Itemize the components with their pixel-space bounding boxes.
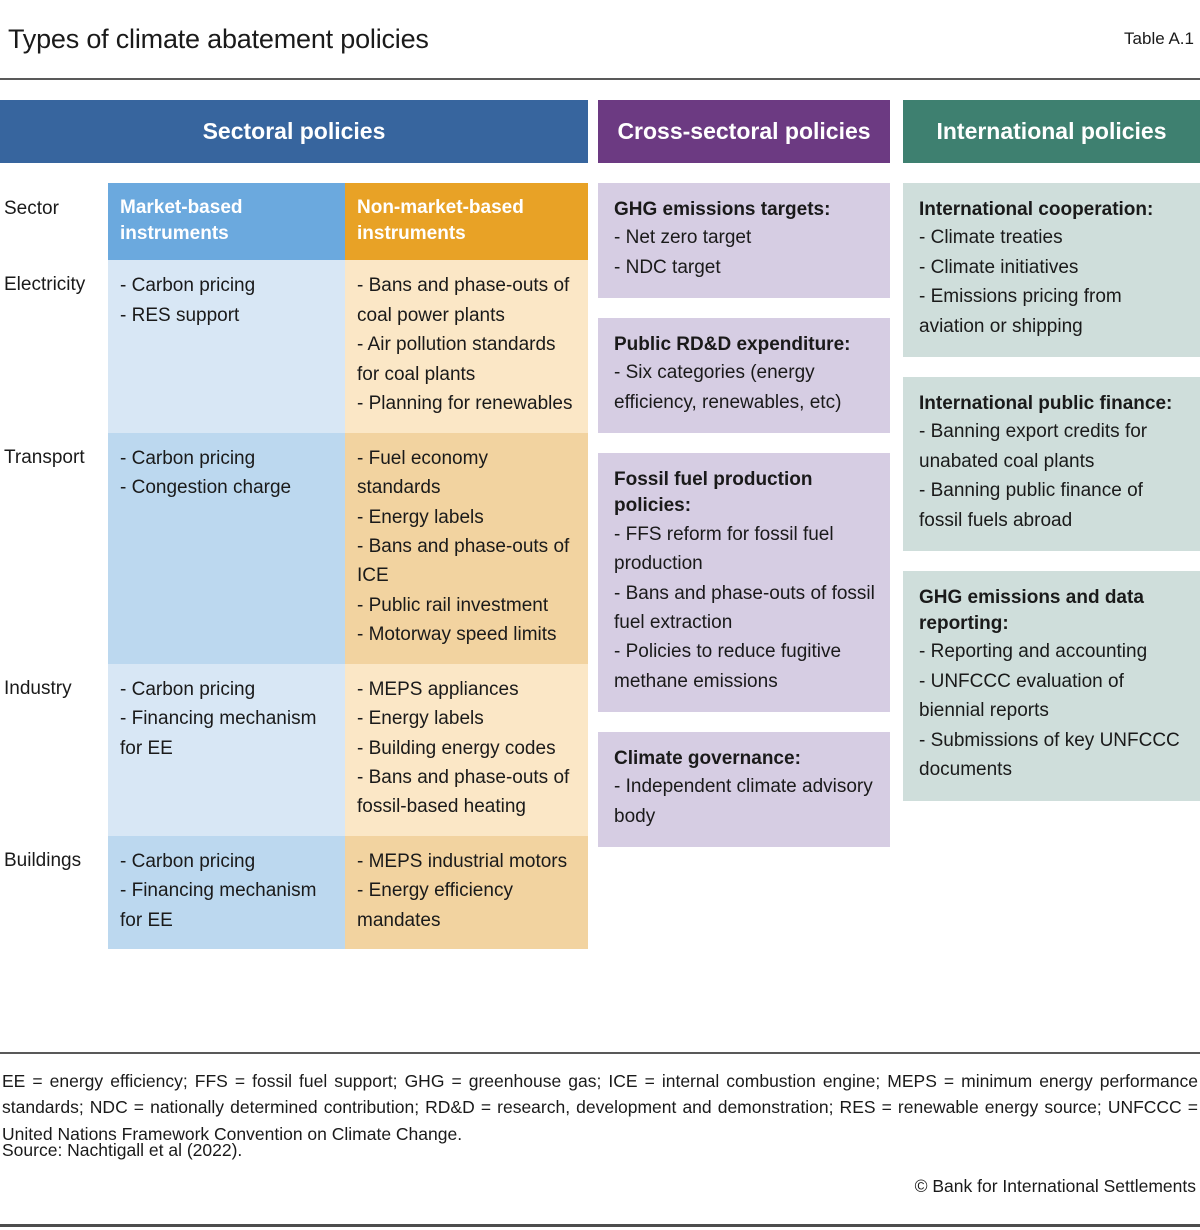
list-item: - MEPS appliances	[357, 678, 519, 700]
international-card-title: International cooperation:	[919, 199, 1154, 220]
cross-sectoral-card: Fossil fuel production policies: - FFS re…	[598, 453, 890, 713]
list-item: - Independent climate advisory body	[614, 776, 873, 827]
cell-non-market-based-industry: - MEPS appliances - Energy labels - Buildi…	[345, 663, 588, 836]
list-item: - Bans and phase-outs of ICE	[357, 535, 570, 587]
column-header-sector: Sector	[0, 183, 108, 261]
table-row: Transport - Carbon pricing - Congestion ch…	[0, 432, 588, 664]
table-bottom-divider	[0, 1052, 1200, 1054]
international-card-title: GHG emissions and data reporting:	[919, 586, 1144, 635]
cell-market-based-buildings: - Carbon pricing - Financing mechanism fo…	[108, 835, 345, 950]
list-item: - Six categories (energy efficiency, ren…	[614, 362, 842, 413]
list-item: - Banning public finance of fossil fuels…	[919, 480, 1143, 531]
column-header-market-based: Market-based instruments	[108, 183, 345, 261]
source-note: Source: Nachtigall et al (2022).	[2, 1140, 243, 1160]
list-item: - Carbon pricing	[120, 447, 256, 469]
cross-sectoral-policies-column: GHG emissions targets: - Net zero target -…	[598, 183, 890, 867]
group-header-cross-sectoral-label: Cross-sectoral policies	[617, 118, 871, 144]
group-header-international: International policies	[903, 100, 1200, 163]
copyright-note: © Bank for International Settlements	[914, 1176, 1196, 1196]
list-item: - Financing mechanism for EE	[120, 708, 317, 759]
group-header-international-label: International policies	[936, 118, 1167, 144]
cross-sectoral-card-title: Fossil fuel production policies:	[614, 469, 813, 517]
table-row: Electricity - Carbon pricing - RES support…	[0, 260, 588, 433]
cell-non-market-based-electricity: - Bans and phase-outs of coal power plan…	[345, 260, 588, 433]
title-bar: Types of climate abatement policies Tabl…	[0, 0, 1200, 78]
page-title: Types of climate abatement policies	[8, 23, 429, 54]
list-item: - Banning export credits for unabated co…	[919, 421, 1148, 472]
abbreviations-note: EE = energy efficiency; FFS = fossil fue…	[2, 1071, 1198, 1144]
list-item: - Public rail investment	[357, 594, 549, 616]
international-policies-column: International cooperation: - Climate trea…	[903, 183, 1200, 821]
international-card: GHG emissions and data reporting: - Repor…	[903, 570, 1200, 801]
list-item: - Submissions of key UNFCCC documents	[919, 729, 1180, 781]
list-item: - RES support	[120, 304, 240, 326]
international-card: International cooperation: - Climate trea…	[903, 183, 1200, 357]
top-divider	[0, 78, 1200, 80]
cross-sectoral-card-title: GHG emissions targets:	[614, 199, 831, 220]
table-row: Buildings - Carbon pricing - Financing mec…	[0, 835, 588, 950]
group-header-cross-sectoral: Cross-sectoral policies	[598, 100, 890, 163]
list-item: - Air pollution standards for coal plant…	[357, 334, 556, 385]
list-item: - Carbon pricing	[120, 850, 256, 872]
cell-non-market-based-transport: - Fuel economy standards - Energy labels -…	[345, 432, 588, 664]
list-item: - Fuel economy standards	[357, 447, 488, 499]
list-item: - Bans and phase-outs of coal power plan…	[357, 275, 570, 326]
list-item: - Building energy codes	[357, 737, 556, 759]
list-item: - Carbon pricing	[120, 275, 256, 297]
cell-market-based-industry: - Carbon pricing - Financing mechanism fo…	[108, 663, 345, 836]
list-item: - MEPS industrial motors	[357, 850, 568, 872]
cross-sectoral-card: Public RD&D expenditure: - Six categories…	[598, 318, 890, 434]
cross-sectoral-card: Climate governance: - Independent climate…	[598, 732, 890, 848]
cross-sectoral-card-title: Climate governance:	[614, 748, 801, 770]
international-card-title: International public finance:	[919, 392, 1173, 414]
table-row: Industry - Carbon pricing - Financing mech…	[0, 663, 588, 836]
cross-sectoral-card: GHG emissions targets: - Net zero target -…	[598, 183, 890, 299]
list-item: - Policies to reduce fugitive methane em…	[614, 641, 842, 692]
cross-sectoral-card-title: Public RD&D expenditure:	[614, 334, 851, 356]
list-item: - Emissions pricing from aviation or shi…	[919, 286, 1122, 337]
list-item: - UNFCCC evaluation of biennial reports	[919, 670, 1124, 722]
list-item: - FFS reform for fossil fuel production	[614, 523, 834, 575]
list-item: - Energy efficiency mandates	[357, 880, 513, 931]
list-item: - Energy labels	[357, 708, 484, 730]
cell-market-based-electricity: - Carbon pricing - RES support	[108, 260, 345, 433]
list-item: - Bans and phase-outs of fossil fuel ext…	[614, 582, 875, 633]
sector-name-buildings: Buildings	[0, 835, 108, 950]
list-item: - Reporting and accounting	[919, 641, 1148, 663]
cell-market-based-transport: - Carbon pricing - Congestion charge	[108, 432, 345, 664]
column-header-non-market-based: Non-market-based instruments	[345, 183, 588, 261]
sector-name-transport: Transport	[0, 432, 108, 664]
list-item: - Financing mechanism for EE	[120, 880, 317, 931]
list-item: - Congestion charge	[120, 477, 292, 499]
list-item: - Climate initiatives	[919, 256, 1079, 278]
list-item: - NDC target	[614, 256, 721, 278]
table-number-label: Table A.1	[1124, 29, 1194, 48]
list-item: - Carbon pricing	[120, 678, 256, 700]
list-item: - Bans and phase-outs of fossil-based he…	[357, 767, 570, 818]
list-item: - Energy labels	[357, 506, 484, 528]
list-item: - Planning for renewables	[357, 393, 573, 415]
page-bottom-divider	[0, 1224, 1200, 1227]
group-header-sectoral: Sectoral policies	[0, 100, 588, 163]
group-header-sectoral-label: Sectoral policies	[202, 118, 386, 144]
list-item: - Motorway speed limits	[357, 624, 557, 646]
list-item: - Climate treaties	[919, 227, 1063, 249]
international-card: International public finance: - Banning e…	[903, 376, 1200, 551]
sector-name-industry: Industry	[0, 663, 108, 836]
list-item: - Net zero target	[614, 227, 752, 249]
cell-non-market-based-buildings: - MEPS industrial motors - Energy efficie…	[345, 835, 588, 950]
sector-name-electricity: Electricity	[0, 260, 108, 433]
